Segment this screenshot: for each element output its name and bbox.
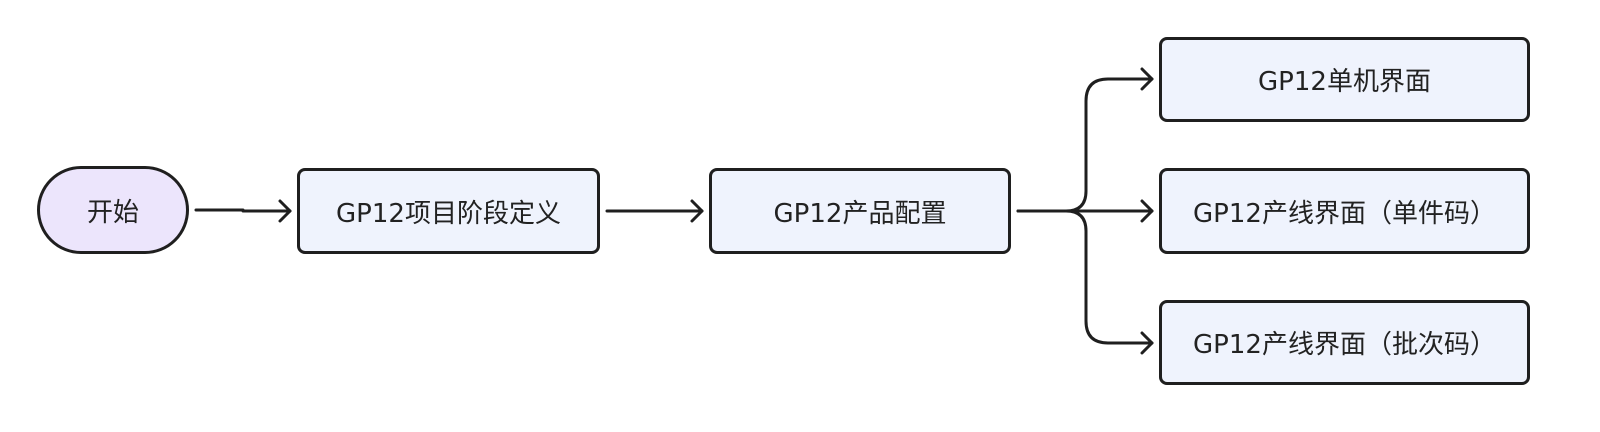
arrowhead-line-batch [1140,331,1154,355]
line-interface-single-piece-label: GP12产线界面（单件码） [1193,198,1496,229]
arrowhead-config [690,199,704,223]
start-node: 开始 [37,166,189,254]
arrowhead-single [1140,67,1154,91]
edge-config-to-line-batch [1064,209,1154,345]
edge-config-to-single [1016,77,1154,213]
product-configuration-node: GP12产品配置 [709,168,1011,254]
start-node-label: 开始 [86,197,139,228]
line-interface-batch-label: GP12产线界面（批次码） [1193,330,1496,360]
project-stage-definition-label: GP12项目阶段定义 [336,198,561,229]
arrowhead-define [278,199,292,223]
line-interface-batch-node: GP12产线界面（批次码） [1159,300,1530,385]
single-machine-interface-label: GP12单机界面 [1258,67,1431,97]
line-interface-single-piece-node: GP12产线界面（单件码） [1159,168,1530,254]
arrowhead-line-single-piece [1140,199,1154,223]
project-stage-definition-node: GP12项目阶段定义 [297,168,600,254]
product-configuration-label: GP12产品配置 [773,198,947,229]
single-machine-interface-node: GP12单机界面 [1159,37,1530,122]
edge-start-to-define [194,208,292,213]
